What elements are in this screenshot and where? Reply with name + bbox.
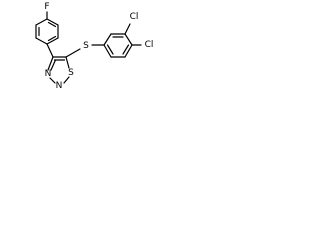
double-bond-inner bbox=[47, 21, 57, 28]
double-bond-inner bbox=[47, 35, 57, 42]
chemical-structure-diagram: F S Cl Cl N N S bbox=[35, 2, 154, 91]
bond bbox=[103, 33, 112, 46]
double-bond-inner bbox=[50, 59, 57, 71]
bond-thiadiazole-s bbox=[65, 48, 81, 58]
bond bbox=[47, 56, 54, 71]
sulfur-linker-label: S bbox=[83, 41, 89, 51]
bond-c-cl-1 bbox=[124, 23, 131, 35]
double-bond-inner bbox=[106, 44, 114, 55]
dichlorophenyl-ring bbox=[103, 33, 133, 58]
ring-nitrogen-label-1: N bbox=[45, 69, 52, 79]
double-bond-inner bbox=[122, 44, 130, 55]
bond bbox=[35, 18, 48, 26]
chlorine-label-2: Cl bbox=[145, 40, 154, 50]
thiadiazole-ring bbox=[47, 56, 70, 84]
chlorine-label-1: Cl bbox=[130, 12, 139, 22]
bond bbox=[124, 33, 133, 46]
bond bbox=[63, 76, 70, 84]
bond bbox=[103, 44, 112, 58]
bond bbox=[65, 56, 70, 69]
bond bbox=[49, 77, 56, 84]
bond bbox=[35, 37, 48, 45]
bond-aryl-thiadiazole bbox=[46, 43, 54, 58]
fluorophenyl-ring bbox=[35, 18, 59, 45]
ring-nitrogen-label-2: N bbox=[56, 81, 63, 91]
bond bbox=[46, 18, 59, 26]
fluorine-label: F bbox=[44, 2, 49, 12]
ring-sulfur-label: S bbox=[68, 68, 74, 78]
structure-canvas: F S Cl Cl N N S bbox=[0, 0, 167, 109]
bond bbox=[124, 44, 133, 58]
bond bbox=[46, 37, 59, 45]
